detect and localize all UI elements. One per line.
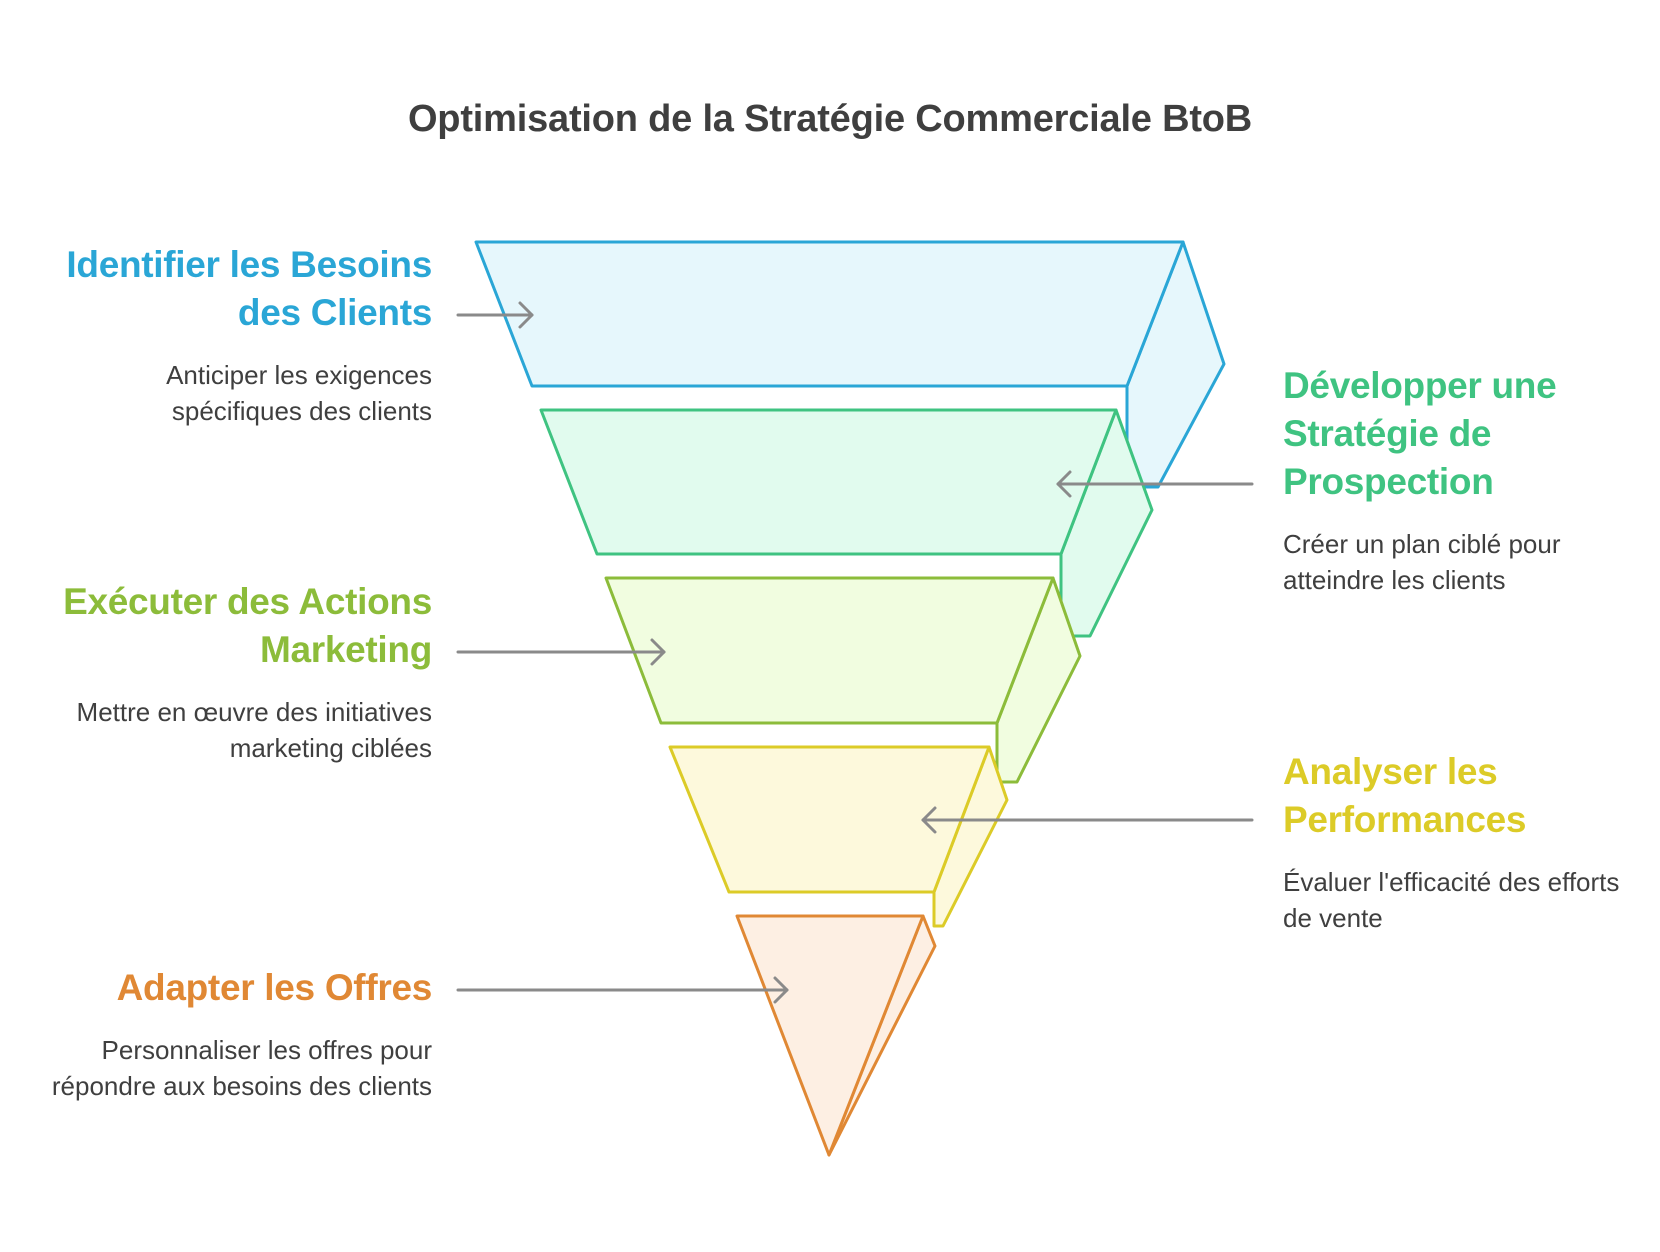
stage-1-label-block: Identifier les Besoins des Clients Antic…	[40, 241, 432, 429]
stage-3-heading: Exécuter des Actions Marketing	[63, 581, 432, 670]
arrow-1	[456, 301, 534, 329]
stage-2-label-block: Développer une Stratégie de Prospection …	[1283, 362, 1623, 598]
layer-1-face	[474, 240, 1185, 388]
stage-4-label-block: Analyser les Performances Évaluer l'effi…	[1283, 748, 1623, 936]
arrow-5	[456, 976, 789, 1004]
layer-5-face	[735, 914, 925, 1157]
stage-2-heading: Développer une Stratégie de Prospection	[1283, 365, 1557, 502]
diagram-title: Optimisation de la Stratégie Commerciale…	[407, 98, 1253, 140]
layer-3-face	[604, 576, 1055, 725]
funnel-layer-3	[604, 576, 1082, 784]
arrow-2	[1056, 470, 1254, 498]
stage-1-description: Anticiper les exigences spécifiques des …	[166, 360, 432, 426]
stage-2-description: Créer un plan ciblé pour atteindre les c…	[1283, 529, 1561, 595]
funnel-layer-2	[539, 408, 1154, 638]
funnel-layer-4	[668, 745, 1009, 928]
stage-5-heading: Adapter les Offres	[116, 967, 433, 1008]
stage-3-description: Mettre en œuvre des initiatives marketin…	[76, 697, 432, 763]
stage-5-description: Personnaliser les offres pour répondre a…	[51, 1035, 432, 1101]
funnel-layer-5	[735, 914, 937, 1157]
arrow-4	[921, 806, 1254, 834]
layer-2-face	[539, 408, 1118, 556]
layer-4-face	[668, 745, 991, 894]
stage-5-label-block: Adapter les Offres Personnaliser les off…	[40, 964, 432, 1104]
stage-4-heading: Analyser les Performances	[1283, 751, 1527, 840]
arrow-3	[456, 638, 666, 666]
stage-4-description: Évaluer l'efficacité des efforts de vent…	[1283, 867, 1620, 933]
stage-3-label-block: Exécuter des Actions Marketing Mettre en…	[40, 578, 432, 766]
stage-1-heading: Identifier les Besoins des Clients	[66, 244, 432, 333]
